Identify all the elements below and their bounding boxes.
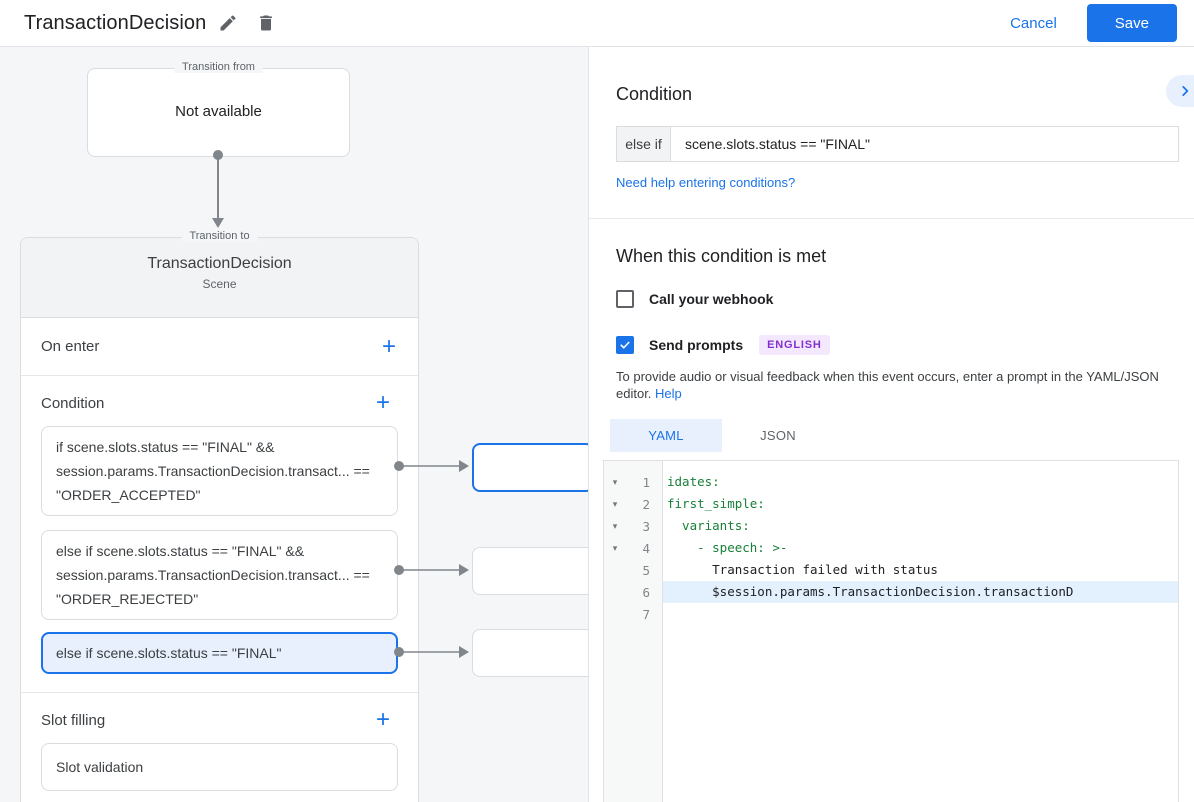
flow-canvas: Transition from Not available Transition… bbox=[0, 47, 588, 802]
webhook-row: Call your webhook bbox=[616, 290, 1178, 308]
slot-filling-section: Slot filling + Slot validation bbox=[21, 693, 418, 802]
code-text[interactable]: Transaction failed with status bbox=[667, 562, 938, 577]
prompts-hint: To provide audio or visual feedback when… bbox=[616, 368, 1182, 402]
code-text[interactable]: first_simple: bbox=[667, 496, 765, 511]
code-line: 6 $session.params.TransactionDecision.tr… bbox=[604, 581, 1178, 603]
transition-target-box-1[interactable] bbox=[472, 443, 588, 492]
transition-to-node: Transition to TransactionDecision Scene … bbox=[20, 230, 419, 802]
line-number: 4 bbox=[642, 540, 650, 556]
transition-target-box-2[interactable] bbox=[472, 547, 588, 595]
add-slot-button[interactable]: + bbox=[368, 705, 398, 735]
webhook-label: Call your webhook bbox=[649, 291, 774, 307]
plus-icon: + bbox=[375, 389, 390, 416]
scene-subtitle: Scene bbox=[202, 277, 237, 291]
fold-icon[interactable]: ▾ bbox=[612, 520, 618, 531]
condition-detail-panel: Condition else if Need help entering con… bbox=[588, 47, 1194, 802]
code-line: ▾ 1 idates: bbox=[604, 471, 1178, 493]
tab-json[interactable]: JSON bbox=[722, 419, 834, 452]
checkmark-icon bbox=[619, 339, 631, 351]
page-title: TransactionDecision bbox=[24, 11, 207, 34]
send-prompts-checkbox[interactable] bbox=[616, 336, 634, 354]
transition-from-value: Not available bbox=[175, 103, 262, 120]
collapse-panel-button[interactable] bbox=[1166, 75, 1194, 107]
cancel-button[interactable]: Cancel bbox=[998, 7, 1069, 40]
condition-card-accepted[interactable]: if scene.slots.status == "FINAL" && sess… bbox=[41, 426, 398, 516]
pencil-icon bbox=[218, 13, 238, 33]
transition-from-node: Transition from Not available bbox=[87, 61, 350, 157]
line-number: 7 bbox=[642, 606, 650, 622]
edit-button[interactable] bbox=[212, 7, 244, 39]
code-line: ▾ 2 first_simple: bbox=[604, 493, 1178, 515]
condition-prefix-label: else if bbox=[616, 126, 670, 162]
condition-help-link[interactable]: Need help entering conditions? bbox=[616, 175, 796, 190]
chevron-right-icon bbox=[1178, 84, 1192, 98]
code-line: ▾ 3 variants: bbox=[604, 515, 1178, 537]
when-condition-heading: When this condition is met bbox=[616, 246, 827, 266]
plus-icon: + bbox=[381, 332, 396, 360]
topbar: TransactionDecision Cancel Save bbox=[0, 0, 1194, 47]
panel-heading: Condition bbox=[616, 84, 693, 104]
line-number: 5 bbox=[642, 562, 650, 578]
code-text-highlighted[interactable]: $session.params.TransactionDecision.tran… bbox=[663, 581, 1178, 603]
transition-target-box-3[interactable] bbox=[472, 629, 588, 677]
transition-from-legend: Transition from bbox=[174, 61, 263, 73]
editor-tabs: YAML JSON bbox=[610, 419, 1178, 452]
fold-icon[interactable]: ▾ bbox=[612, 498, 618, 509]
scene-header[interactable]: TransactionDecision Scene bbox=[21, 238, 418, 318]
line-number: 6 bbox=[642, 584, 650, 600]
save-button[interactable]: Save bbox=[1086, 4, 1177, 42]
language-badge: ENGLISH bbox=[759, 335, 830, 355]
tab-yaml[interactable]: YAML bbox=[610, 419, 722, 452]
add-on-enter-button[interactable]: + bbox=[374, 332, 404, 362]
transition-to-legend: Transition to bbox=[181, 230, 258, 242]
slot-filling-label: Slot filling bbox=[41, 711, 106, 729]
condition-expression-row: else if bbox=[616, 126, 1179, 162]
code-text[interactable]: - speech: >- bbox=[667, 540, 788, 555]
code-line: 5 Transaction failed with status bbox=[604, 559, 1178, 581]
trash-icon bbox=[256, 13, 276, 33]
code-line: 7 bbox=[604, 603, 1178, 625]
scene-title: TransactionDecision bbox=[147, 255, 292, 272]
panel-divider bbox=[589, 218, 1194, 219]
webhook-checkbox[interactable] bbox=[616, 290, 634, 308]
slot-validation-card[interactable]: Slot validation bbox=[41, 743, 398, 791]
code-line: ▾ 4 - speech: >- bbox=[604, 537, 1178, 559]
help-link[interactable]: Help bbox=[655, 386, 682, 401]
editor-gutter bbox=[604, 461, 663, 802]
prompts-hint-text: To provide audio or visual feedback when… bbox=[616, 369, 1159, 401]
condition-card-final-selected[interactable]: else if scene.slots.status == "FINAL" bbox=[41, 632, 398, 674]
line-number: 3 bbox=[642, 518, 650, 534]
yaml-editor[interactable]: ▾ 1 idates: ▾ 2 first_simple: ▾ 3 varian… bbox=[603, 460, 1179, 802]
on-enter-label: On enter bbox=[41, 338, 100, 355]
plus-icon: + bbox=[375, 706, 390, 733]
fold-icon[interactable]: ▾ bbox=[612, 542, 618, 553]
condition-card-rejected[interactable]: else if scene.slots.status == "FINAL" &&… bbox=[41, 530, 398, 620]
condition-section-label: Condition bbox=[41, 394, 105, 412]
workspace: Transition from Not available Transition… bbox=[0, 47, 1194, 802]
delete-button[interactable] bbox=[250, 7, 282, 39]
line-number: 1 bbox=[642, 474, 650, 490]
fold-icon[interactable]: ▾ bbox=[612, 476, 618, 487]
line-number: 2 bbox=[642, 496, 650, 512]
code-text[interactable] bbox=[663, 603, 1178, 625]
code-text[interactable]: variants: bbox=[667, 518, 750, 533]
on-enter-row[interactable]: On enter + bbox=[21, 318, 418, 376]
add-condition-button[interactable]: + bbox=[368, 388, 398, 418]
send-prompts-row: Send prompts ENGLISH bbox=[616, 335, 1178, 355]
condition-expression-input[interactable] bbox=[670, 126, 1179, 162]
send-prompts-label: Send prompts bbox=[649, 337, 744, 353]
code-text[interactable]: idates: bbox=[667, 474, 720, 489]
condition-section: Condition + if scene.slots.status == "FI… bbox=[21, 376, 418, 693]
